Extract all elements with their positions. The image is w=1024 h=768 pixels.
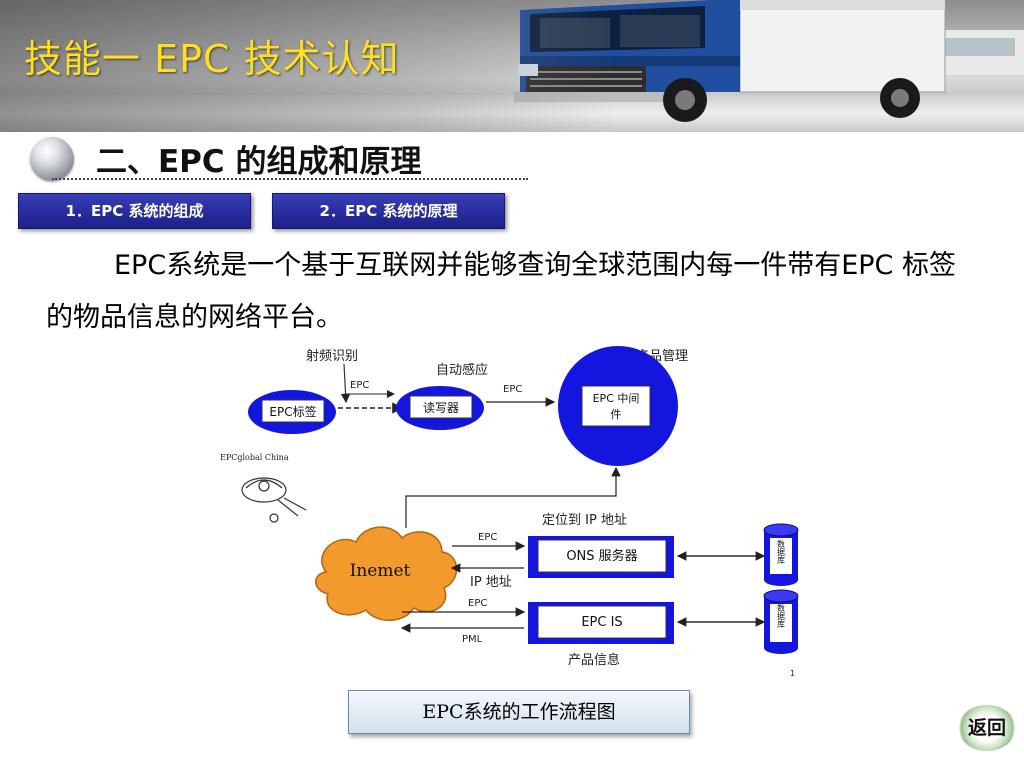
body-paragraph: EPC系统是一个基于互联网并能够查询全球范围内每一件带有EPC 标签的物品信息的… xyxy=(46,240,966,344)
database-1-icon xyxy=(763,523,799,586)
ons-server-label: ONS 服务器 xyxy=(566,548,637,564)
ip-address-label: IP 地址 xyxy=(470,575,512,590)
database-2-label: 数据库 xyxy=(777,603,786,629)
middleware-label-line2: 件 xyxy=(611,408,622,421)
return-button[interactable]: 返回 xyxy=(958,705,1016,751)
arrow-epc-label-1: EPC xyxy=(350,380,369,391)
database-2-icon xyxy=(763,589,799,654)
arrow-epc-label-2: EPC xyxy=(503,384,522,395)
dotted-divider xyxy=(52,178,528,180)
header-haze xyxy=(0,0,1024,132)
page-mark: 1 xyxy=(790,669,795,678)
diagram-caption: EPC系统的工作流程图 xyxy=(348,690,690,734)
label-rfid: 射频识别 xyxy=(306,348,358,364)
header-banner: 技能一 EPC 技术认知 xyxy=(0,0,1024,132)
bullet-orb-icon xyxy=(30,137,74,181)
epcglobal-logo-icon xyxy=(241,477,307,523)
label-auto-sense: 自动感应 xyxy=(436,362,488,378)
middleware-label-line1: EPC 中间 xyxy=(593,392,640,405)
slide-title: 技能一 EPC 技术认知 xyxy=(24,37,400,81)
link-internet-to-middleware xyxy=(405,466,621,528)
epcglobal-label: EPCglobal China xyxy=(220,453,289,462)
epcis-epc-label: EPC xyxy=(468,598,487,609)
locate-ip-label: 定位到 IP 地址 xyxy=(542,513,627,528)
epc-workflow-diagram: 射频识别 自动感应 产品管理 EPC标签 EPC 读写器 EPC EPC 中间 … xyxy=(216,340,816,682)
return-swirl-icon xyxy=(958,705,1016,751)
tab-epc-principle[interactable]: 2．EPC 系统的原理 xyxy=(272,193,505,229)
database-1-label: 数据库 xyxy=(777,539,786,565)
epc-tag-label: EPC标签 xyxy=(269,404,316,419)
internet-cloud-icon xyxy=(315,526,458,621)
reader-label: 读写器 xyxy=(423,401,459,415)
rfid-pointer xyxy=(340,363,351,404)
epc-is-label: EPC IS xyxy=(581,615,622,630)
product-info-label: 产品信息 xyxy=(568,652,620,668)
return-label: 返回 xyxy=(967,717,1006,739)
section-title: 二、EPC 的组成和原理 xyxy=(96,144,422,180)
tab-epc-composition[interactable]: 1．EPC 系统的组成 xyxy=(18,193,251,229)
pml-label: PML xyxy=(462,634,483,645)
internet-label: Inemet xyxy=(350,561,411,581)
body-paragraph-text: EPC系统是一个基于互联网并能够查询全球范围内每一件带有EPC 标签的物品信息的… xyxy=(46,250,956,333)
ons-epc-label: EPC xyxy=(478,532,497,543)
